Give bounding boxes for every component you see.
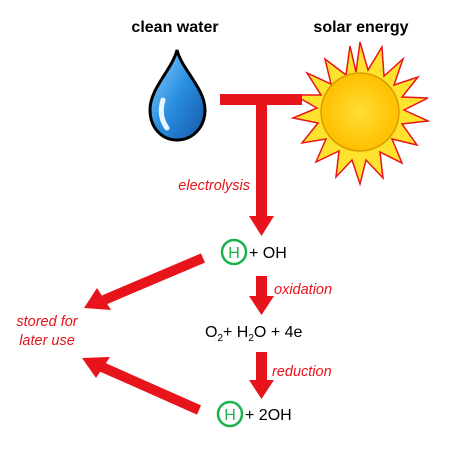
h-symbol-1: H xyxy=(228,245,240,262)
h-circle-2 xyxy=(216,400,244,428)
reduction-shaft xyxy=(256,352,267,382)
electrolysis-shaft xyxy=(256,100,267,220)
equation-row-1: H + OH xyxy=(220,238,287,266)
electrolysis-label: electrolysis xyxy=(178,178,250,194)
h-symbol-2: H xyxy=(224,407,236,424)
row2-equation: O2+ H2O + 4e xyxy=(205,324,303,344)
oxidation-label: oxidation xyxy=(274,282,332,298)
stored-label-line2: later use xyxy=(19,333,75,349)
oxidation-arrowhead xyxy=(249,296,274,315)
stored-label-line1: stored for xyxy=(16,314,78,330)
storage-arrow-bottom xyxy=(82,357,202,415)
electrolysis-arrowhead xyxy=(249,216,274,236)
storage-arrow-top xyxy=(84,253,205,310)
h-circle-1 xyxy=(220,238,248,266)
input-bar xyxy=(220,94,302,105)
equation-row-3: H + 2OH xyxy=(216,400,292,428)
reduction-label: reduction xyxy=(272,364,332,380)
solar-energy-label: solar energy xyxy=(313,19,408,36)
sun-icon xyxy=(290,41,431,187)
clean-water-label: clean water xyxy=(131,19,218,36)
oxidation-shaft xyxy=(256,276,267,298)
reduction-arrowhead xyxy=(249,380,274,399)
water-drop-icon xyxy=(148,49,207,142)
row3-equation: + 2OH xyxy=(245,407,292,424)
row1-equation: + OH xyxy=(249,245,287,262)
